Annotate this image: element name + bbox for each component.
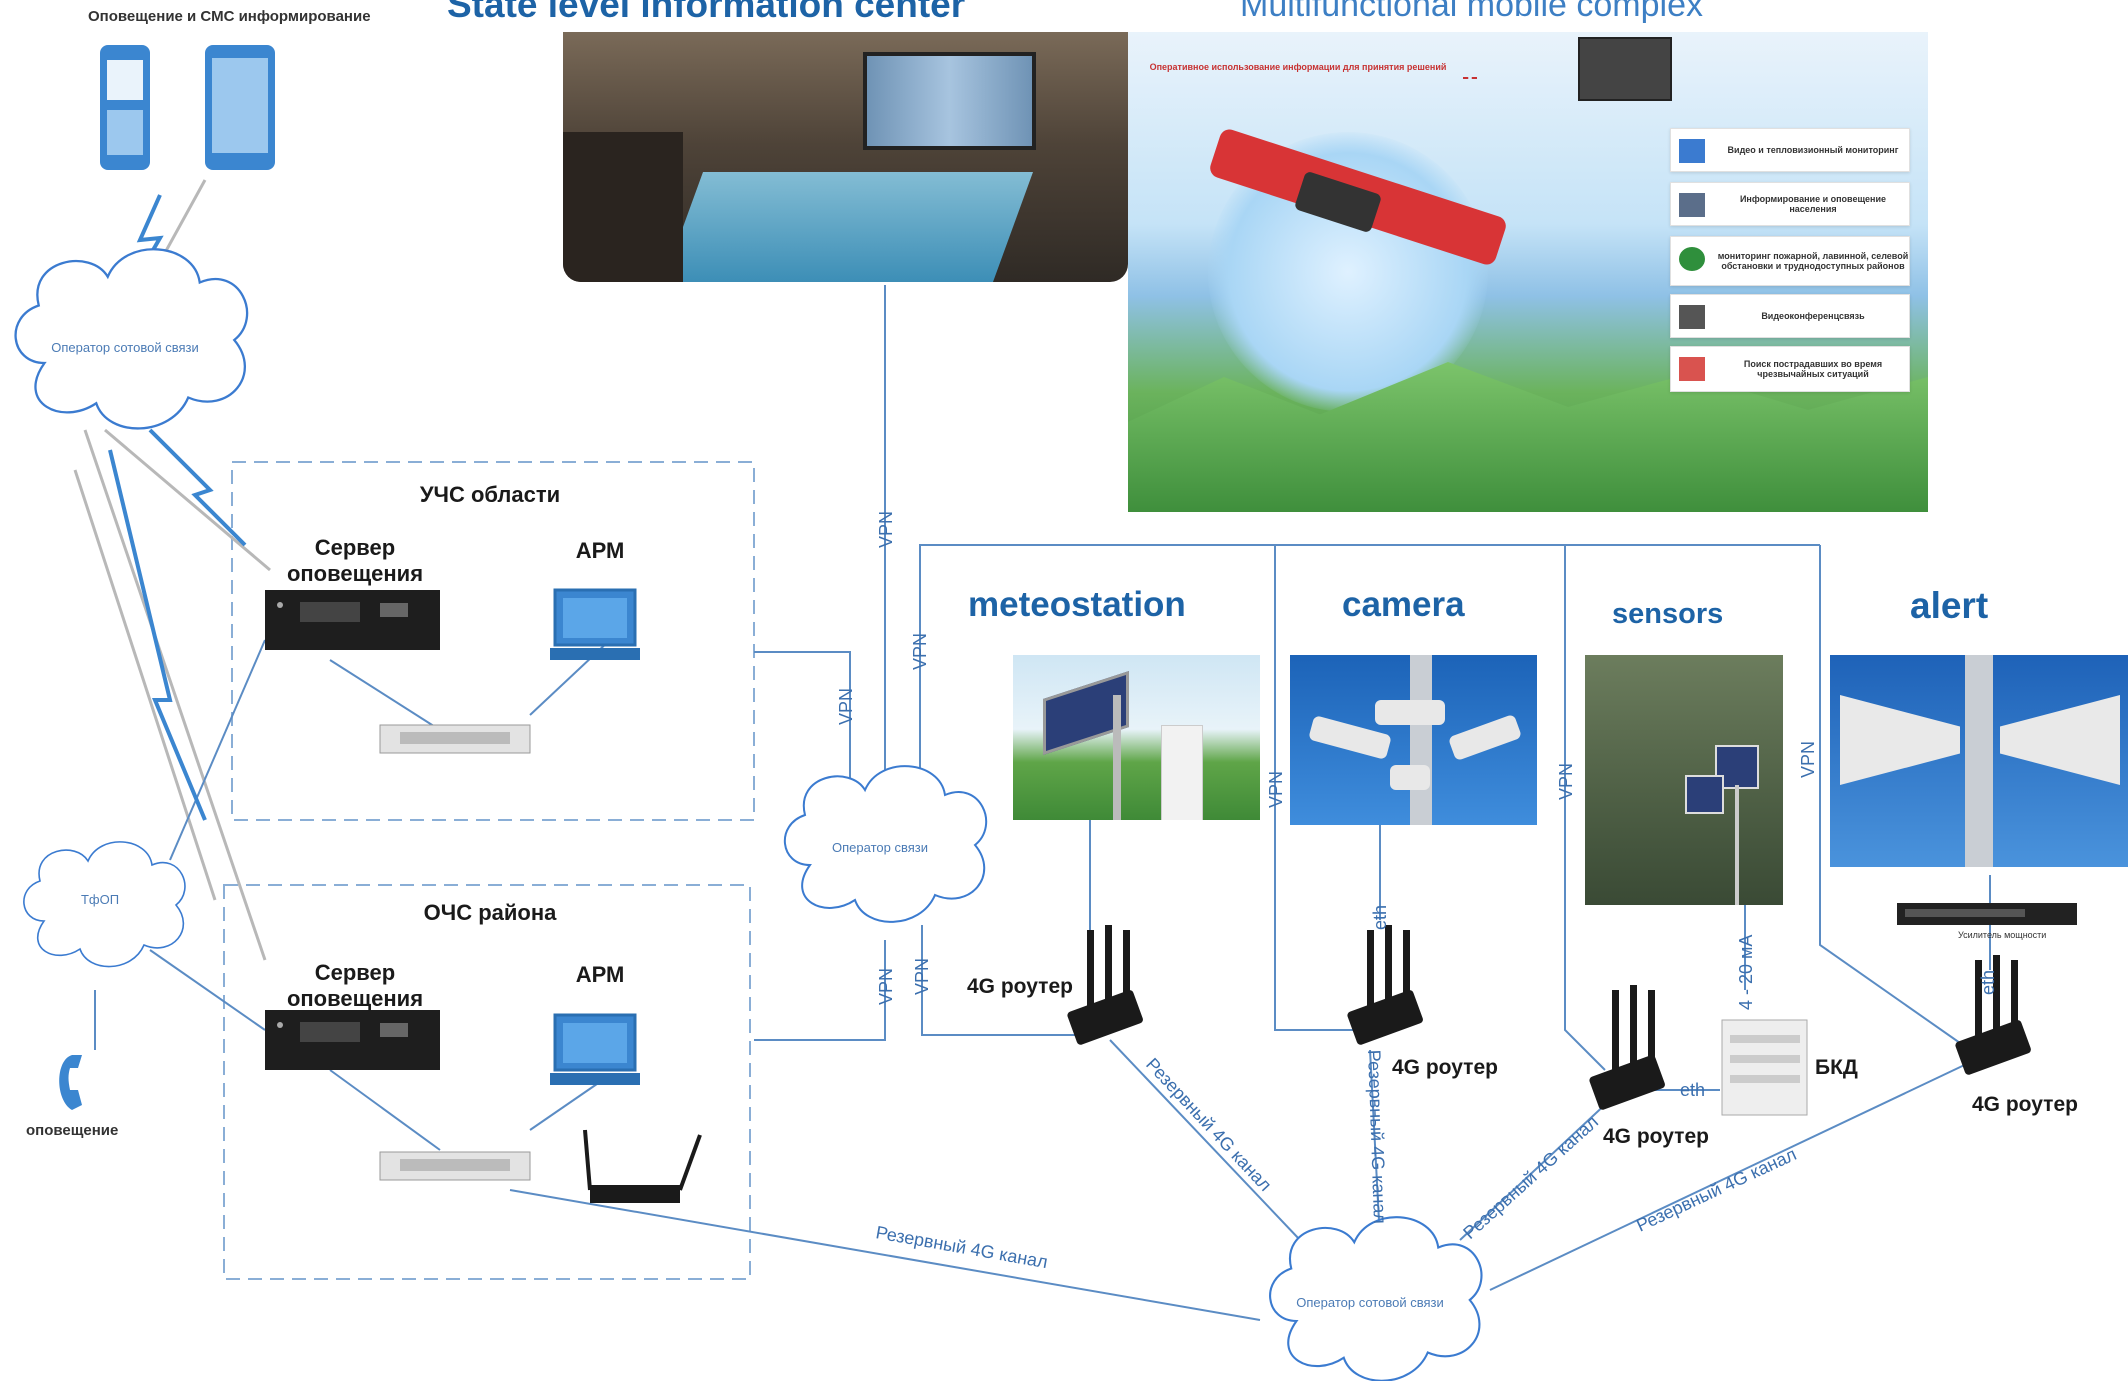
mobile-top-note: Оперативное использование информации для… [1149, 62, 1447, 72]
feature-item-2: Информирование и оповещение населения [1670, 182, 1910, 226]
amplifier-label: Усилитель мощности [1958, 930, 2047, 940]
cellular-cloud-top [14, 248, 249, 430]
district-arm-label: АРМ [575, 962, 625, 987]
router-alert-icon [1955, 955, 2031, 1075]
conference-room-photo [563, 32, 1128, 282]
feature-item-1: Видео и тепловизионный мониторинг [1670, 128, 1910, 172]
sensors-heading: sensors [1612, 598, 1724, 630]
router-sensors-label: 4G роутер [1603, 1125, 1709, 1148]
vpn-label-6: VPN [1266, 771, 1286, 808]
regional-arm-label: АРМ [575, 538, 625, 563]
feature-item-3: мониторинг пожарной, лавинной, селевой о… [1670, 236, 1910, 286]
sensors-photo [1585, 655, 1783, 905]
feature-item-4: Видеоконференцсвязь [1670, 294, 1910, 338]
eth-label-1: eth [1370, 905, 1390, 930]
backup-label-4: Резервный 4G канал [1459, 1112, 1602, 1243]
ma-label: 4 - 20 мА [1736, 935, 1756, 1010]
bkd-module-icon [1721, 1019, 1808, 1116]
backup-label-5: Резервный 4G канал [1633, 1144, 1799, 1236]
mobile-complex-heading: Multifunctional mobile complex [1240, 0, 1703, 24]
camera-heading: camera [1342, 585, 1465, 624]
vpn-label-1: VPN [876, 511, 896, 548]
eth-label-3: eth [1978, 970, 1998, 995]
feature-item-5: Поиск пострадавших во время чрезвычайных… [1670, 346, 1910, 392]
operator-cloud-label: Оператор связи [832, 840, 928, 855]
tablet-icon [205, 45, 275, 170]
switch-district-icon [379, 1151, 531, 1181]
workstation-district-icon [550, 1013, 640, 1085]
alert-siren-photo [1830, 655, 2128, 867]
vpn-label-3: VPN [836, 688, 856, 725]
district-server-label: Сервер оповещения [286, 960, 424, 1011]
router-sensors-icon [1589, 985, 1665, 1110]
router-meteo-label: 4G роутер [967, 975, 1073, 998]
alert-heading: alert [1910, 585, 1989, 626]
router-alert-label: 4G роутер [1972, 1093, 2078, 1116]
regional-server-label: Сервер оповещения [286, 535, 424, 586]
district-box [223, 884, 751, 1280]
backup-label-3: Резервный 4G канал [1364, 1049, 1390, 1224]
amplifier-icon [1897, 903, 2077, 925]
top-left-heading: Оповещение и СМС информирование [88, 8, 371, 25]
server-regional-icon [265, 590, 440, 650]
eth-label-2: eth [1680, 1080, 1705, 1100]
vpn-label-4: VPN [876, 968, 896, 1005]
phone-label: оповещение [26, 1122, 119, 1139]
cellular-cloud-bottom-label: Оператор сотовой связи [1296, 1295, 1444, 1310]
backup-label-1: Резервный 4G канал [874, 1222, 1049, 1272]
tfop-cloud-label: ТфОП [80, 892, 120, 907]
vpn-label-7: VPN [1556, 763, 1576, 800]
wifi-router-icon [583, 1129, 702, 1203]
router-camera-label: 4G роутер [1392, 1056, 1498, 1079]
cellular-cloud-top-label: Оператор сотовой связи [51, 340, 199, 355]
vpn-label-2: VPN [910, 633, 930, 670]
router-meteo-icon [1067, 925, 1143, 1045]
meteostation-photo [1013, 655, 1260, 820]
camera-photo [1290, 655, 1537, 825]
vpn-label-5: VPN [912, 958, 932, 995]
vpn-label-8: VPN [1798, 741, 1818, 778]
state-center-heading: State level information center [447, 0, 966, 25]
mobile-phone-icon [100, 45, 150, 170]
server-district-icon [265, 1010, 440, 1070]
backup-label-2: Резервный 4G канал [1142, 1054, 1275, 1195]
phone-icon [59, 1055, 82, 1110]
regional-title: УЧС области [419, 482, 561, 507]
switch-regional-icon [379, 724, 531, 754]
meteostation-heading: meteostation [968, 585, 1186, 624]
district-title: ОЧС района [423, 900, 557, 925]
router-camera-icon [1347, 925, 1423, 1045]
bkd-label: БКД [1815, 1056, 1858, 1079]
operator-monitors-icon [1578, 37, 1672, 101]
workstation-regional-icon [550, 588, 640, 660]
